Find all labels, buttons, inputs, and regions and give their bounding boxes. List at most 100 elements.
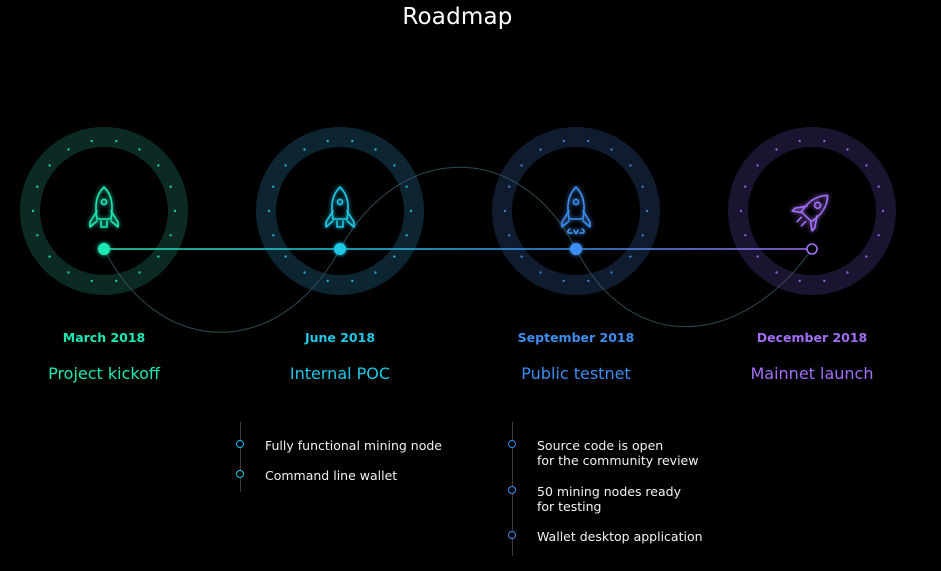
details-divider [240, 422, 241, 492]
ring-dot [393, 164, 396, 167]
milestone-title: Internal POC [289, 364, 391, 383]
ring-dot [157, 164, 160, 167]
ring-dot [115, 139, 118, 143]
bullet-icon [236, 440, 244, 448]
ring-dot [36, 185, 39, 188]
rocket-outline-icon [89, 186, 119, 228]
ring-dot [267, 209, 271, 213]
milestone-ring [492, 127, 660, 295]
milestone-title: Mainnet launch [750, 364, 874, 383]
ring-dot [169, 185, 172, 188]
ring-dot [846, 271, 849, 274]
ring-dot [115, 279, 118, 283]
ring-dot [756, 164, 759, 167]
milestone-node [570, 243, 582, 255]
ring-dot [374, 148, 377, 151]
ring-dot [508, 185, 511, 188]
ring-dot [877, 234, 880, 237]
milestone-title: Public testnet [521, 364, 631, 383]
ring-dot [138, 148, 141, 151]
milestone-date: December 2018 [756, 330, 868, 345]
ring-dot [539, 271, 542, 274]
milestone-ring [256, 127, 424, 295]
ring-dot [775, 271, 778, 274]
ring-dot [374, 271, 377, 274]
ring-dot [351, 139, 354, 143]
ring-dot [520, 164, 523, 167]
ring-dot [562, 139, 565, 143]
milestone-date: September 2018 [517, 330, 635, 345]
ring-dot [169, 234, 172, 237]
ring-dot [508, 234, 511, 237]
ring-dot [629, 164, 632, 167]
bullet-icon [508, 531, 516, 539]
ring-dot [562, 279, 565, 283]
bullet-icon [508, 486, 516, 494]
ring-dot [641, 234, 644, 237]
ring-dot [138, 271, 141, 274]
ring-dot [67, 271, 70, 274]
ring-dot [641, 185, 644, 188]
ring-dot [326, 139, 329, 143]
ring-dot [798, 279, 801, 283]
ring-dot [744, 185, 747, 188]
ring-dot [587, 279, 590, 283]
bullet-icon [508, 440, 516, 448]
milestone-date: June 2018 [304, 330, 376, 345]
ring-dot [405, 234, 408, 237]
ring-dot [351, 279, 354, 283]
ring-dot [409, 209, 413, 213]
ring-dot [48, 164, 51, 167]
ring-dot [610, 148, 613, 151]
ring-dot [405, 185, 408, 188]
ring-dot [823, 139, 826, 143]
ring-dot [303, 271, 306, 274]
details-item-text: Command line wallet [265, 468, 398, 483]
ring-dot [48, 255, 51, 258]
ring-dot [173, 209, 177, 213]
milestone-node [98, 243, 110, 255]
ring-dot [629, 255, 632, 258]
milestone-ring [728, 127, 896, 295]
milestone-date: March 2018 [62, 330, 146, 345]
ring-dot [157, 255, 160, 258]
ring-dot [865, 255, 868, 258]
ring-dot [610, 271, 613, 274]
ring-dot [90, 139, 93, 143]
ring-dot [67, 148, 70, 151]
ring-dot [744, 234, 747, 237]
page-title: Roadmap [402, 4, 513, 30]
ring-dot [90, 279, 93, 283]
ring-band [256, 127, 424, 295]
ring-dot [823, 279, 826, 283]
rocket-launch-icon [561, 186, 591, 235]
ring-dot [272, 234, 275, 237]
ring-dot [865, 164, 868, 167]
ring-dot [775, 148, 778, 151]
ring-dot [393, 255, 396, 258]
ring-dot [326, 279, 329, 283]
ring-band [20, 127, 188, 295]
ring-dot [284, 255, 287, 258]
ring-dot [303, 148, 306, 151]
bullet-icon [236, 470, 244, 478]
ring-dot [31, 209, 35, 213]
ring-dot [645, 209, 649, 213]
rocket-flying-icon [791, 194, 829, 232]
details-item-text: Wallet desktop application [537, 529, 703, 544]
ring-dot [756, 255, 759, 258]
ring-dot [284, 164, 287, 167]
ring-dot [503, 209, 507, 213]
ring-dot [846, 148, 849, 151]
ring-band [728, 127, 896, 295]
ring-dot [36, 234, 39, 237]
ring-dot [272, 185, 275, 188]
ring-dot [739, 209, 743, 213]
ring-dot [881, 209, 885, 213]
milestone-title: Project kickoff [48, 364, 160, 383]
milestone-node [334, 243, 346, 255]
ring-dot [877, 185, 880, 188]
